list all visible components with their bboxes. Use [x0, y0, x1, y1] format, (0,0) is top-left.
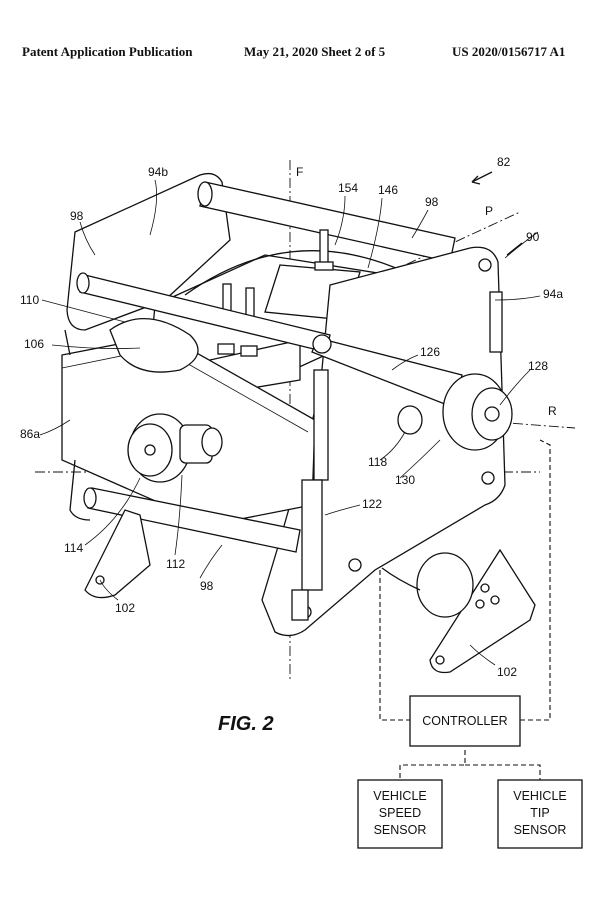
controller-box: CONTROLLER	[409, 695, 521, 747]
publication-type: Patent Application Publication	[22, 44, 193, 59]
ref-98-bottom: 98	[200, 579, 214, 593]
axis-label-f: F	[296, 165, 303, 179]
speed-sensor-label-3: SENSOR	[374, 823, 427, 837]
vehicle-tip-sensor-box: VEHICLE TIP SENSOR	[497, 779, 583, 849]
axis-label-p: P	[485, 204, 493, 218]
crossbar-bottom	[83, 487, 301, 553]
actuator-122	[291, 369, 329, 621]
vehicle-speed-sensor-box: VEHICLE SPEED SENSOR	[357, 779, 443, 849]
reference-numerals: 94b F 154 146 98 82 P 90 98 94a 110 106 …	[20, 155, 563, 679]
pulley-128	[397, 373, 513, 451]
foot-bracket-left	[84, 509, 151, 599]
ref-112: 112	[166, 557, 185, 571]
foot-bracket-right	[381, 548, 536, 674]
ref-110: 110	[20, 293, 39, 307]
page-header: Patent Application Publication May 21, 2…	[0, 44, 600, 64]
ref-98-left: 98	[70, 209, 84, 223]
tip-sensor-label-2: TIP	[530, 806, 549, 820]
controller-wiring	[379, 439, 551, 780]
ref-94b: 94b	[148, 165, 168, 179]
ref-90: 90	[526, 230, 540, 244]
ref-154: 154	[338, 181, 358, 195]
tip-sensor-label-3: SENSOR	[514, 823, 567, 837]
ref-128: 128	[528, 359, 548, 373]
ref-94a: 94a	[543, 287, 563, 301]
leader-lines	[39, 171, 541, 666]
ref-114: 114	[64, 541, 83, 555]
motor-114	[127, 413, 223, 483]
controller-label: CONTROLLER	[422, 714, 507, 728]
axis-label-r: R	[548, 404, 557, 418]
ref-86a: 86a	[20, 427, 40, 441]
ref-122: 122	[362, 497, 382, 511]
ref-126: 126	[420, 345, 440, 359]
ref-102-left: 102	[115, 601, 135, 615]
ref-102-right: 102	[497, 665, 517, 679]
ref-82: 82	[497, 155, 511, 169]
speed-sensor-label-2: SPEED	[379, 806, 421, 820]
ref-130: 130	[395, 473, 415, 487]
ref-98-top: 98	[425, 195, 439, 209]
ref-146: 146	[378, 183, 398, 197]
lever-106	[109, 318, 199, 373]
publication-date-sheet: May 21, 2020 Sheet 2 of 5	[244, 44, 386, 59]
ref-118: 118	[368, 455, 387, 469]
tip-sensor-label-1: VEHICLE	[513, 789, 567, 803]
figure-caption: FIG. 2	[218, 713, 274, 735]
speed-sensor-label-1: VEHICLE	[373, 789, 427, 803]
ref-106: 106	[24, 337, 44, 351]
publication-number: US 2020/0156717 A1	[452, 44, 566, 59]
